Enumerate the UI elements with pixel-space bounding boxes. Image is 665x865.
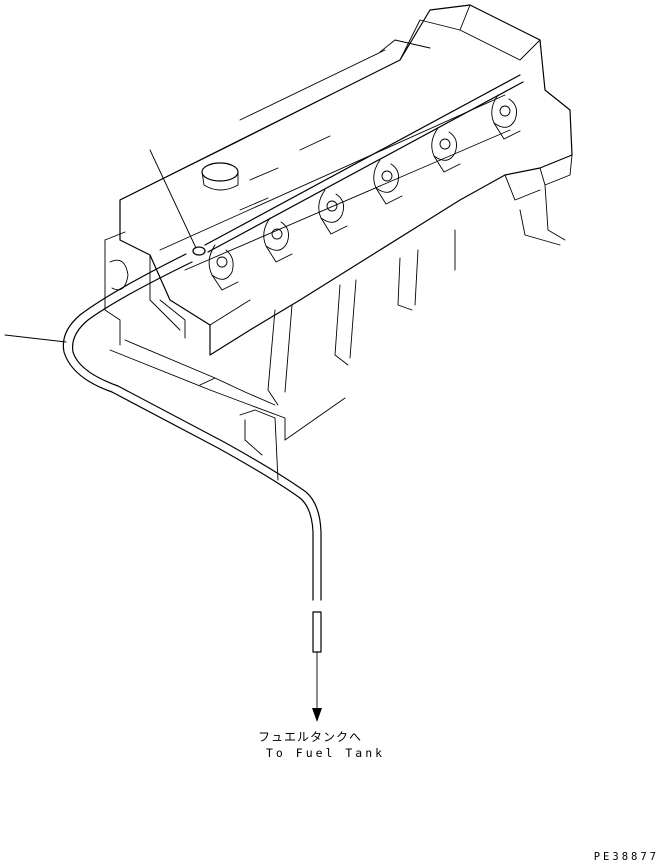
engine-block <box>104 4 573 481</box>
injector-1 <box>208 244 239 291</box>
fuel-return-hose <box>62 246 322 653</box>
leader-line-hose <box>4 334 67 343</box>
leader-line-connector <box>149 149 197 249</box>
injector-2 <box>263 217 293 263</box>
arrow-down-icon <box>312 651 322 722</box>
destination-label-jp: フュエルタンクへ <box>258 730 363 744</box>
destination-label-en: To Fuel Tank <box>266 746 386 760</box>
injector-4 <box>373 159 403 205</box>
fuel-rail <box>204 74 524 253</box>
injector-6 <box>491 94 521 140</box>
drawing-code: PE38877 <box>593 851 659 863</box>
injector-3 <box>318 189 348 235</box>
injector-5 <box>431 127 461 173</box>
